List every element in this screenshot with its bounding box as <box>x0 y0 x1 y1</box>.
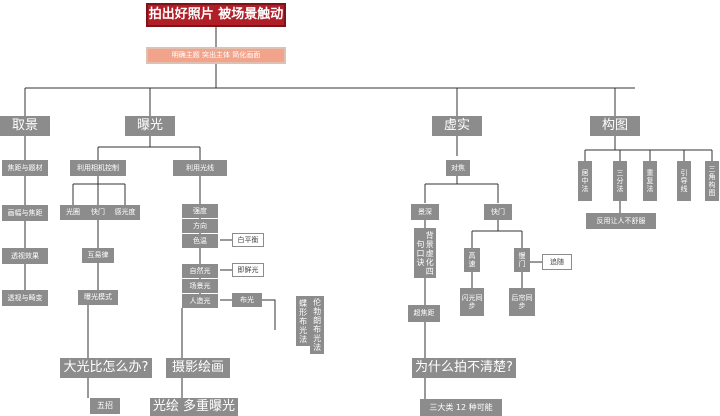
camera-control-node: 利用相机控制 <box>70 160 126 176</box>
framing-node: 取景 <box>0 116 50 136</box>
high-contrast-answer: 五招 <box>90 398 120 414</box>
rembrandt-lighting-node: 伦勃朗布光法 <box>310 296 324 354</box>
photo-painting-node: 摄影绘画 <box>166 358 230 378</box>
composition-item: 三角构图 <box>705 161 719 201</box>
light-arrangement-node: 布光 <box>232 293 262 307</box>
exposure-mode-node: 曝光模式 <box>78 290 118 305</box>
artificial-light-node: 人造光 <box>182 294 218 308</box>
aperture-node: 光圈 <box>60 205 86 220</box>
composition-item: 引导线 <box>677 161 691 201</box>
unsharp-question: 为什么拍不清楚? <box>412 358 516 378</box>
light-intensity-node: 强度 <box>182 204 218 218</box>
high-contrast-question: 大光比怎么办? <box>60 358 152 378</box>
diagram-subtitle: 明确主题 突出主体 简化画面 <box>146 47 286 64</box>
flash-sync-node: 闪光同步 <box>460 288 484 316</box>
photo-painting-answer: 光绘 多重曝光 <box>150 398 238 416</box>
panning-node: 追随 <box>542 254 572 270</box>
butterfly-lighting-node: 蝶形布光法 <box>296 296 310 346</box>
slow-shutter-node: 慢门 <box>514 248 530 272</box>
sharpness-node: 虚实 <box>432 116 482 136</box>
color-temp-node: 色温 <box>182 234 218 248</box>
natural-light-node: 自然光 <box>182 264 218 278</box>
light-direction-node: 方向 <box>182 219 218 233</box>
iso-node: 感光度 <box>110 205 140 220</box>
instant-light-node: 即鲜光 <box>232 263 264 277</box>
high-speed-node: 高速 <box>464 248 480 272</box>
composition-item: 居中法 <box>578 161 592 201</box>
diagram-title: 拍出好照片 被场景触动 <box>146 3 286 27</box>
hyperfocal-node: 超焦距 <box>408 305 440 322</box>
scene-light-node: 场景光 <box>182 279 218 293</box>
light-node: 利用光线 <box>173 160 227 176</box>
framing-item: 透视效果 <box>2 248 48 264</box>
framing-item: 画幅与焦距 <box>2 205 48 221</box>
rear-curtain-sync-node: 后帘同步 <box>509 288 535 316</box>
composition-item: 重复法 <box>643 161 657 201</box>
exposure-node: 曝光 <box>125 116 175 136</box>
sharpness-shutter-node: 快门 <box>484 204 512 220</box>
white-balance-node: 白平衡 <box>232 233 264 247</box>
depth-of-field-node: 景深 <box>411 204 439 220</box>
composition-note: 反用让人不舒服 <box>586 213 656 229</box>
composition-item: 三分法 <box>613 161 627 201</box>
focus-node: 对焦 <box>446 160 470 176</box>
dof-tips-node: 背景虚化四句口诀 <box>414 228 436 278</box>
shutter-node: 快门 <box>86 205 110 220</box>
composition-node: 构图 <box>590 116 640 136</box>
framing-item: 透视与畸变 <box>2 290 48 306</box>
unsharp-answer: 三大类 12 种可能 <box>420 399 502 416</box>
reciprocity-node: 互易律 <box>82 248 114 263</box>
framing-item: 焦距与题材 <box>2 160 48 176</box>
